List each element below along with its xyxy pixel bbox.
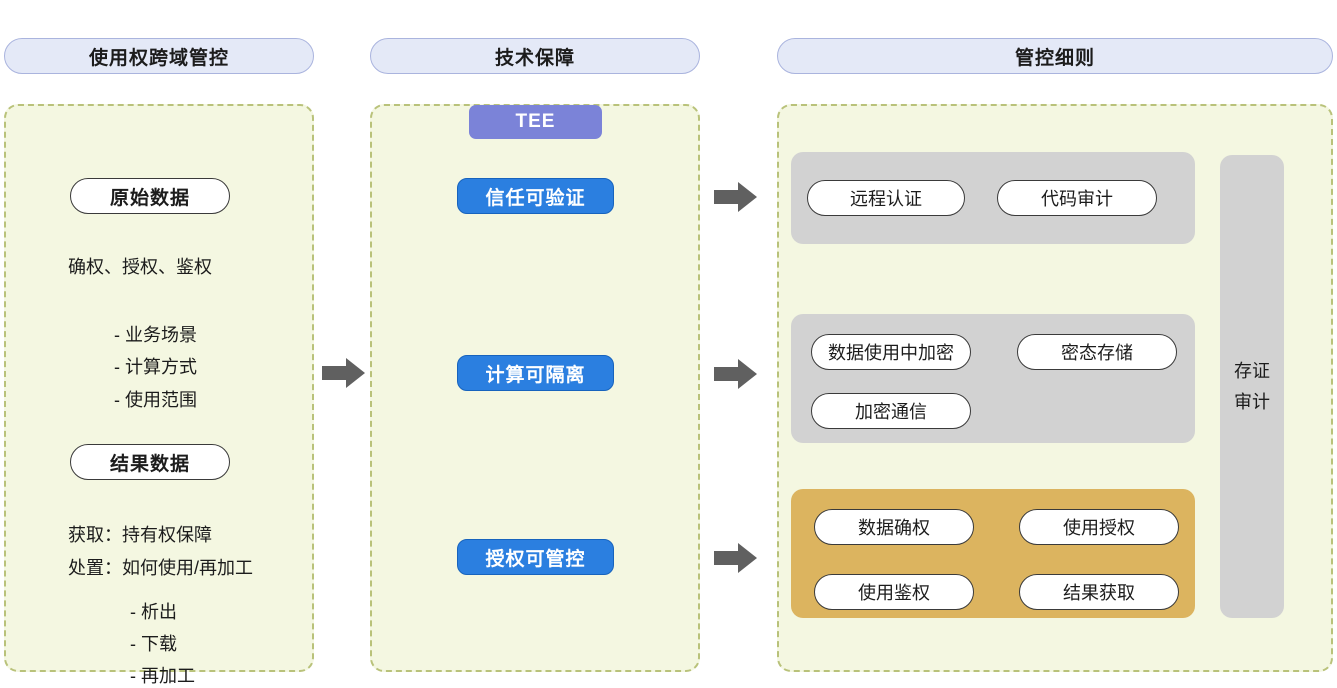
left-raw-data-subtitle-text: 确权、授权、鉴权 [68, 257, 213, 277]
right-pill-code-audit[interactable]: 代码审计 [997, 180, 1157, 216]
column-header-right-label: 管控细则 [1014, 47, 1095, 69]
right-sidebar-audit-line-2: 审计 [1234, 391, 1270, 412]
right-pill-encrypted-comm-label: 加密通信 [855, 402, 927, 422]
arrow-right-icon [714, 182, 757, 212]
arrow-left-to-middle [322, 356, 366, 390]
column-header-left-label: 使用权跨域管控 [88, 47, 229, 69]
right-pill-remote-attestation[interactable]: 远程认证 [807, 180, 965, 216]
right-pill-result-retrieval-label: 结果获取 [1063, 583, 1135, 603]
left-result-bullet-2: - 下载 [120, 609, 177, 656]
middle-button-compute-isolated[interactable]: 计算可隔离 [457, 355, 614, 391]
left-raw-data-bullet-3: - 使用范围 [104, 365, 197, 412]
column-header-left: 使用权跨域管控 [4, 38, 314, 74]
middle-button-compute-isolated-label: 计算可隔离 [485, 364, 586, 386]
left-result-line-1: 获取：持有权保障 [58, 500, 212, 547]
right-pill-encrypted-comm[interactable]: 加密通信 [811, 393, 971, 429]
right-pill-use-authentication-label: 使用鉴权 [858, 583, 930, 603]
column-header-right: 管控细则 [777, 38, 1333, 74]
left-result-bullet-3: - 再加工 [120, 641, 195, 688]
arrow-middle-to-right-1 [714, 180, 758, 214]
left-result-line-2-text: 处置：如何使用/再加工 [68, 558, 254, 578]
right-pill-encrypted-storage-label: 密态存储 [1061, 343, 1133, 363]
right-pill-use-authorization-label: 使用授权 [1063, 518, 1135, 538]
left-result-bullet-1: - 析出 [120, 577, 177, 624]
arrow-middle-to-right-3 [714, 541, 758, 575]
left-raw-data-bullet-2: - 计算方式 [104, 332, 197, 379]
right-pill-remote-attestation-label: 远程认证 [850, 189, 922, 209]
middle-button-trust-verifiable-label: 信任可验证 [485, 187, 586, 209]
middle-button-auth-controllable[interactable]: 授权可管控 [457, 539, 614, 575]
right-pill-code-audit-label: 代码审计 [1041, 189, 1113, 209]
left-result-line-1-text: 获取：持有权保障 [68, 525, 213, 545]
left-raw-data-bullet-1-text: - 业务场景 [114, 325, 198, 345]
left-result-line-2: 处置：如何使用/再加工 [58, 533, 253, 580]
right-pill-use-authorization[interactable]: 使用授权 [1019, 509, 1179, 545]
left-pill-raw-data-label: 原始数据 [109, 187, 190, 209]
arrow-middle-to-right-2 [714, 357, 758, 391]
left-result-bullet-3-text: - 再加工 [130, 666, 196, 686]
tee-badge-label: TEE [515, 111, 556, 132]
arrow-right-icon [714, 359, 757, 389]
right-sidebar-audit-line-1: 存证 [1234, 360, 1270, 381]
left-pill-result-data[interactable]: 结果数据 [70, 444, 230, 480]
right-sidebar-audit-bar: 存证 审计 [1220, 155, 1284, 618]
tee-badge: TEE [469, 105, 602, 139]
middle-button-auth-controllable-label: 授权可管控 [485, 548, 586, 570]
left-pill-raw-data[interactable]: 原始数据 [70, 178, 230, 214]
right-pill-data-ownership[interactable]: 数据确权 [814, 509, 974, 545]
column-header-middle: 技术保障 [370, 38, 700, 74]
left-pill-result-data-label: 结果数据 [109, 453, 190, 475]
middle-button-trust-verifiable[interactable]: 信任可验证 [457, 178, 614, 214]
right-pill-data-ownership-label: 数据确权 [858, 518, 930, 538]
left-raw-data-subtitle: 确权、授权、鉴权 [58, 232, 212, 279]
arrow-right-icon [714, 543, 757, 573]
right-pill-result-retrieval[interactable]: 结果获取 [1019, 574, 1179, 610]
left-result-bullet-2-text: - 下载 [130, 634, 178, 654]
right-pill-encrypted-storage[interactable]: 密态存储 [1017, 334, 1177, 370]
left-raw-data-bullet-3-text: - 使用范围 [114, 390, 198, 410]
right-pill-use-authentication[interactable]: 使用鉴权 [814, 574, 974, 610]
left-raw-data-bullet-2-text: - 计算方式 [114, 357, 198, 377]
right-pill-in-use-encryption[interactable]: 数据使用中加密 [811, 334, 971, 370]
left-result-bullet-1-text: - 析出 [130, 602, 178, 622]
left-raw-data-bullet-1: - 业务场景 [104, 300, 197, 347]
arrow-right-icon [322, 358, 365, 388]
column-header-middle-label: 技术保障 [494, 47, 575, 69]
right-pill-in-use-encryption-label: 数据使用中加密 [828, 343, 954, 363]
